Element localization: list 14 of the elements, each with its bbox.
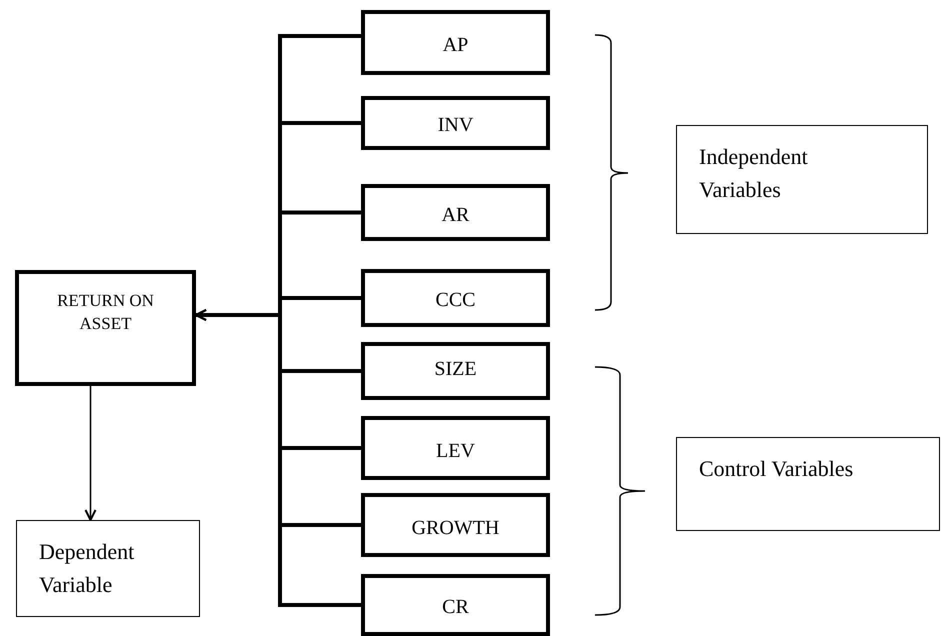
variable-box: SIZE xyxy=(361,342,550,400)
variable-box: LEV xyxy=(361,416,550,480)
variable-box: AP xyxy=(361,10,550,75)
variable-box: CR xyxy=(361,574,550,636)
note-box: Dependent Variable xyxy=(16,520,200,617)
note-box: Independent Variables xyxy=(676,125,928,234)
variable-box: GROWTH xyxy=(361,493,550,557)
variable-box: AR xyxy=(361,184,550,241)
process-box: RETURN ON ASSET xyxy=(15,270,196,386)
arrow xyxy=(195,309,361,607)
note-box: Control Variables xyxy=(676,437,940,531)
variable-box: INV xyxy=(361,96,550,150)
variable-box: CCC xyxy=(361,269,550,327)
arrow xyxy=(84,386,96,521)
